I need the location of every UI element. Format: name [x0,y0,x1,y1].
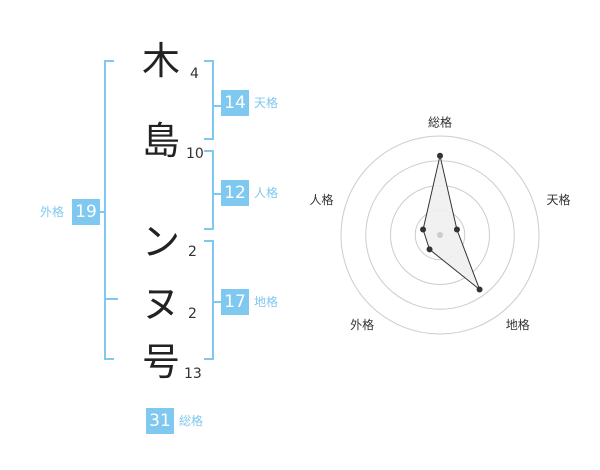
name-char-1: 木 [141,39,180,83]
radar-axis-label-5: 人格 [309,192,333,207]
tenkaku-bracket [204,60,214,140]
radar-axis-label-3: 地格 [506,317,530,332]
radar-polygon [422,155,481,292]
jinkaku-value: 12 [221,180,249,206]
jinkaku-connector [212,193,221,195]
tenkaku-label: 天格 [254,96,279,110]
gaikaku-bracket-tick [104,298,118,300]
gaikaku-value: 19 [72,199,100,225]
chikaku-label: 地格 [254,295,279,309]
soukaku-label: 総格 [179,414,204,428]
chikaku-bracket [204,240,214,360]
name-char-3: ン [141,220,180,264]
stroke-count-2: 10 [186,146,204,162]
jinkaku-bracket [204,150,214,230]
radar-point-1 [437,152,443,159]
radar-point-5 [420,226,427,233]
radar-axis-label-2: 天格 [547,192,571,207]
gaikaku-label: 外格 [40,205,65,219]
radar-center-dot [437,232,443,238]
stroke-count-4: 2 [188,306,197,322]
tenkaku-value: 14 [221,90,249,116]
jinkaku-label: 人格 [254,186,279,200]
stroke-count-5: 13 [184,366,202,382]
soukaku-value: 31 [146,408,174,434]
chikaku-connector [212,301,221,303]
name-char-5: 号 [141,340,180,384]
stroke-count-3: 2 [188,244,197,260]
radar-point-3 [476,286,483,293]
radar-point-4 [426,246,433,253]
radar-point-2 [453,226,460,233]
gaikaku-connector [98,211,106,213]
radar-axis-label-1: 総格 [428,115,452,130]
tenkaku-connector [212,105,221,107]
name-char-2: 島 [141,119,180,163]
radar-ring-4 [340,135,540,335]
name-char-4: ヌ [141,282,180,326]
stroke-count-1: 4 [190,66,199,82]
gaikaku-bracket [104,60,114,360]
chikaku-value: 17 [221,289,249,315]
radar-points [420,152,483,293]
radar-axis-label-4: 外格 [350,317,374,332]
